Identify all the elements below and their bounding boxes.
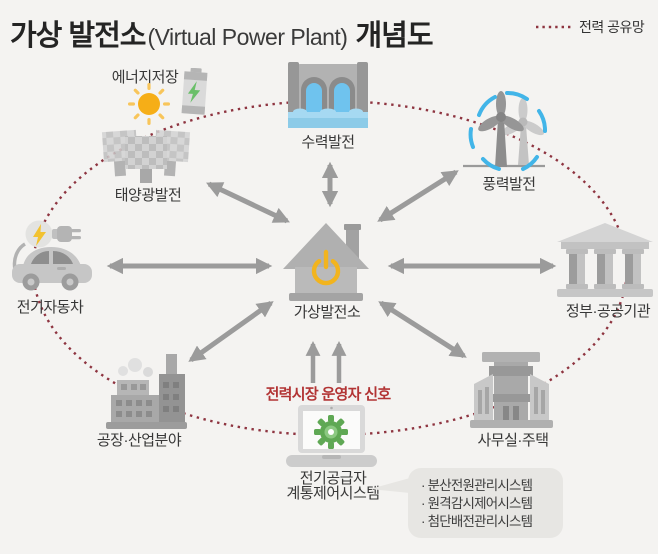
callout-item: · 원격감시제어시스템	[421, 496, 533, 511]
electric-vehicle-icon	[12, 220, 92, 291]
grid-control-label: 전기공급자 계통제어시스템	[286, 470, 380, 502]
government-building-icon	[557, 223, 653, 297]
grid-control-label-line2: 계통제어시스템	[286, 485, 380, 502]
factory-label: 공장·산업분야	[96, 432, 182, 449]
arrow-office-vpp	[378, 300, 467, 359]
sun-icon	[128, 83, 170, 125]
callout-item: · 첨단배전관리시스템	[421, 514, 533, 529]
callout-tail	[370, 478, 410, 493]
exchange-arrows	[106, 161, 557, 363]
title-korean-suffix: 개념도	[355, 20, 433, 52]
vpp-label: 가상발전소	[293, 304, 361, 321]
grid-control-laptop-icon	[286, 405, 377, 467]
arrow-solar-vpp	[206, 181, 290, 224]
wind-turbines-icon	[463, 90, 547, 171]
factory-icon	[106, 354, 187, 429]
vpp-house-icon	[283, 223, 369, 301]
hydro-dam-icon	[288, 62, 368, 128]
battery-icon	[181, 68, 208, 115]
callout-item: · 분산전원관리시스템	[421, 478, 533, 493]
solar-label: 태양광발전	[114, 187, 182, 204]
office-label: 사무실·주택	[477, 432, 550, 449]
gov-label: 정부·공공기관	[565, 303, 651, 320]
legend: 전력 공유망	[534, 17, 645, 37]
ev-label: 전기자동차	[16, 299, 84, 316]
arrow-wind-vpp	[377, 169, 459, 223]
market-operator-signal-label: 전력시장 운영자 신호	[265, 386, 392, 403]
wind-label: 풍력발전	[482, 176, 536, 193]
title-english: (Virtual Power Plant)	[147, 24, 348, 50]
office-building-icon	[470, 352, 553, 428]
signal-arrows	[305, 341, 347, 383]
arrow-factory-vpp	[188, 300, 274, 363]
solar-panels-icon	[101, 129, 191, 183]
hydro-label: 수력발전	[301, 134, 355, 151]
energy-storage-label: 에너지저장	[111, 69, 179, 86]
title-korean-main: 가상 발전소	[10, 20, 146, 52]
legend-label: 전력 공유망	[579, 19, 645, 35]
callout-bubble: · 분산전원관리시스템 · 원격감시제어시스템 · 첨단배전관리시스템	[408, 468, 563, 538]
page-title: 가상 발전소 (Virtual Power Plant) 개념도	[10, 12, 434, 54]
grid-control-label-line1: 전기공급자	[299, 470, 367, 487]
